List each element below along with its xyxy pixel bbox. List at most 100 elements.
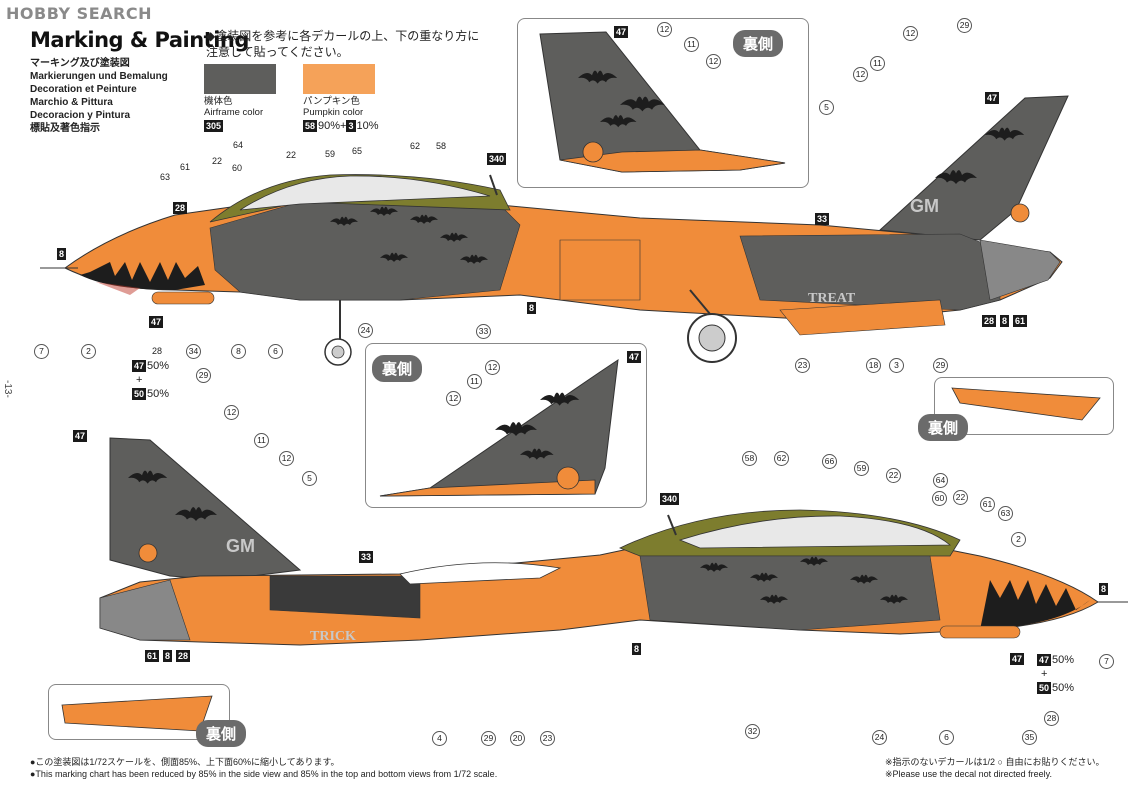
callout-top-circle: 5 [819, 100, 834, 115]
callout-bottom-circle: 29 [196, 368, 211, 383]
callout-bottom-circle: 23 [540, 731, 555, 746]
callout-top-circle: 2 [81, 344, 96, 359]
airframe-color-label: 機体色 Airframe color [204, 96, 263, 118]
callout-bottom-circle: 6 [939, 730, 954, 745]
callout-top-circle: 34 [186, 344, 201, 359]
subtitle-de: Markierungen und Bemalung [30, 71, 168, 82]
footnote-en-right: ※Please use the decal not directed freel… [885, 769, 1052, 779]
callout-inset-top: 11 [684, 37, 699, 52]
callout-bottom-circle: 63 [998, 506, 1013, 521]
top-belly-word: TREAT [808, 291, 856, 306]
callout-bottom-circle: 32 [745, 724, 760, 739]
decal-47-bottom-tail: 47 [73, 430, 88, 442]
callout-bottom-circle: 35 [1022, 730, 1037, 745]
callout-top: 64 [233, 140, 244, 150]
mix-left-pct-b: 50% [147, 388, 170, 400]
subtitle-it: Marchio & Pittura [30, 97, 113, 108]
fin-drawing-left [61, 695, 213, 732]
instruction-note: ◆塗装図を参考に各デカールの上、下の重なり方に 注意して貼ってください。 [206, 28, 479, 60]
mix-right-code-a: 47 [1037, 654, 1052, 666]
decal-8-top-nose: 8 [57, 248, 67, 260]
inset-top-tail-drawing [539, 31, 786, 173]
callout-top-circle: 33 [476, 324, 491, 339]
callout-top: 60 [232, 163, 243, 173]
callout-top: 59 [325, 149, 336, 159]
instruction-line-1: ◆塗装図を参考に各デカールの上、下の重なり方に [206, 29, 480, 43]
subtitle-fr: Decoration et Peinture [30, 84, 137, 95]
bottom-aircraft-drawing: GM TRICK [99, 437, 1128, 646]
callout-bottom-circle: 61 [980, 497, 995, 512]
watermark: HOBBY SEARCH [6, 4, 152, 23]
pumpkin-code-a: 58 [303, 120, 318, 132]
airframe-color-swatch [204, 64, 276, 94]
mix-right-pct-b: 50% [1052, 682, 1075, 694]
callout-bottom-circle: 29 [481, 731, 496, 746]
callout-bottom-circle: 20 [510, 731, 525, 746]
decal-47-inset-middle: 47 [627, 351, 642, 363]
callout-inset-middle: 12 [485, 360, 500, 375]
airframe-code-box: 305 [204, 120, 224, 132]
pumpkin-plus: + [340, 120, 347, 132]
decal-61-bottom: 61 [145, 650, 160, 662]
mix-right-code-b: 50 [1037, 682, 1052, 694]
pumpkin-color-en: Pumpkin color [303, 107, 364, 118]
pumpkin-color-jp: パンプキン色 [303, 96, 360, 107]
callout-top-circle: 23 [795, 358, 810, 373]
airframe-color-jp: 機体色 [204, 96, 233, 107]
page-title: Marking & Painting [30, 28, 249, 52]
callout-top: 22 [286, 150, 297, 160]
mix-left-code-a: 47 [132, 360, 147, 372]
footnote-en-left: ●This marking chart has been reduced by … [30, 769, 498, 779]
subtitle-jp: マーキング及び塗装図 [30, 58, 130, 69]
callout-bottom-circle: 58 [742, 451, 757, 466]
callout-top-circle: 3 [889, 358, 904, 373]
top-tail-code: GM [910, 196, 939, 216]
footnote-jp-right: ※指示のないデカールは1/2 ○ 自由にお貼りください。 [885, 757, 1105, 767]
callout-top: 22 [212, 156, 223, 166]
callout-bottom-circle: 64 [933, 473, 948, 488]
callout-bottom-circle: 12 [279, 451, 294, 466]
callout-top-circle: 6 [268, 344, 283, 359]
decal-28-top-right: 28 [982, 315, 997, 327]
callout-top: 63 [160, 172, 171, 182]
callout-bottom-circle: 2 [1011, 532, 1026, 547]
decal-340-top: 340 [487, 153, 507, 165]
callout-top-circle: 11 [870, 56, 885, 71]
pumpkin-color-swatch [303, 64, 375, 94]
callout-top: 65 [352, 146, 363, 156]
decal-28-top: 28 [173, 202, 188, 214]
callout-bottom-circle: 7 [1099, 654, 1114, 669]
decal-47-inset-top: 47 [614, 26, 629, 38]
rear-label-left-fin: 裏側 [196, 720, 247, 747]
callout-top-circle: 8 [231, 344, 246, 359]
page-number: -13- [2, 380, 13, 398]
subtitle-zh: 標貼及著色指示 [30, 123, 100, 134]
rear-label-top-inset: 裏側 [733, 30, 784, 57]
callout-top: 61 [180, 162, 191, 172]
subtitle-es: Decoracion y Pintura [30, 110, 131, 121]
airframe-color-code: 305 [204, 120, 224, 132]
inset-middle-tail-drawing [379, 358, 619, 497]
callout-bottom-circle: 24 [872, 730, 887, 745]
callout-bottom-circle: 12 [224, 405, 239, 420]
mix-right-pct-a: 50% [1052, 654, 1075, 666]
callout-top-circle: 12 [903, 26, 918, 41]
callout-bottom-circle: 4 [432, 731, 447, 746]
decal-8-top-belly: 8 [527, 302, 537, 314]
decal-8-bottom-belly: 8 [632, 643, 642, 655]
bottom-belly-word: TRICK [310, 629, 356, 644]
subtitle-list: マーキング及び塗装図 Markierungen und Bemalung Dec… [30, 57, 168, 135]
decal-8-top-right: 8 [1000, 315, 1010, 327]
callout-top-circle: 7 [34, 344, 49, 359]
rear-label-right-fin: 裏側 [918, 414, 969, 441]
decal-47-top-left: 47 [149, 316, 164, 328]
airframe-color-en: Airframe color [204, 107, 264, 118]
callout-top: 58 [436, 141, 447, 151]
callout-bottom-circle: 22 [953, 490, 968, 505]
mix-right-plus: + [1041, 668, 1048, 680]
pumpkin-pct-b: 10% [356, 120, 379, 132]
